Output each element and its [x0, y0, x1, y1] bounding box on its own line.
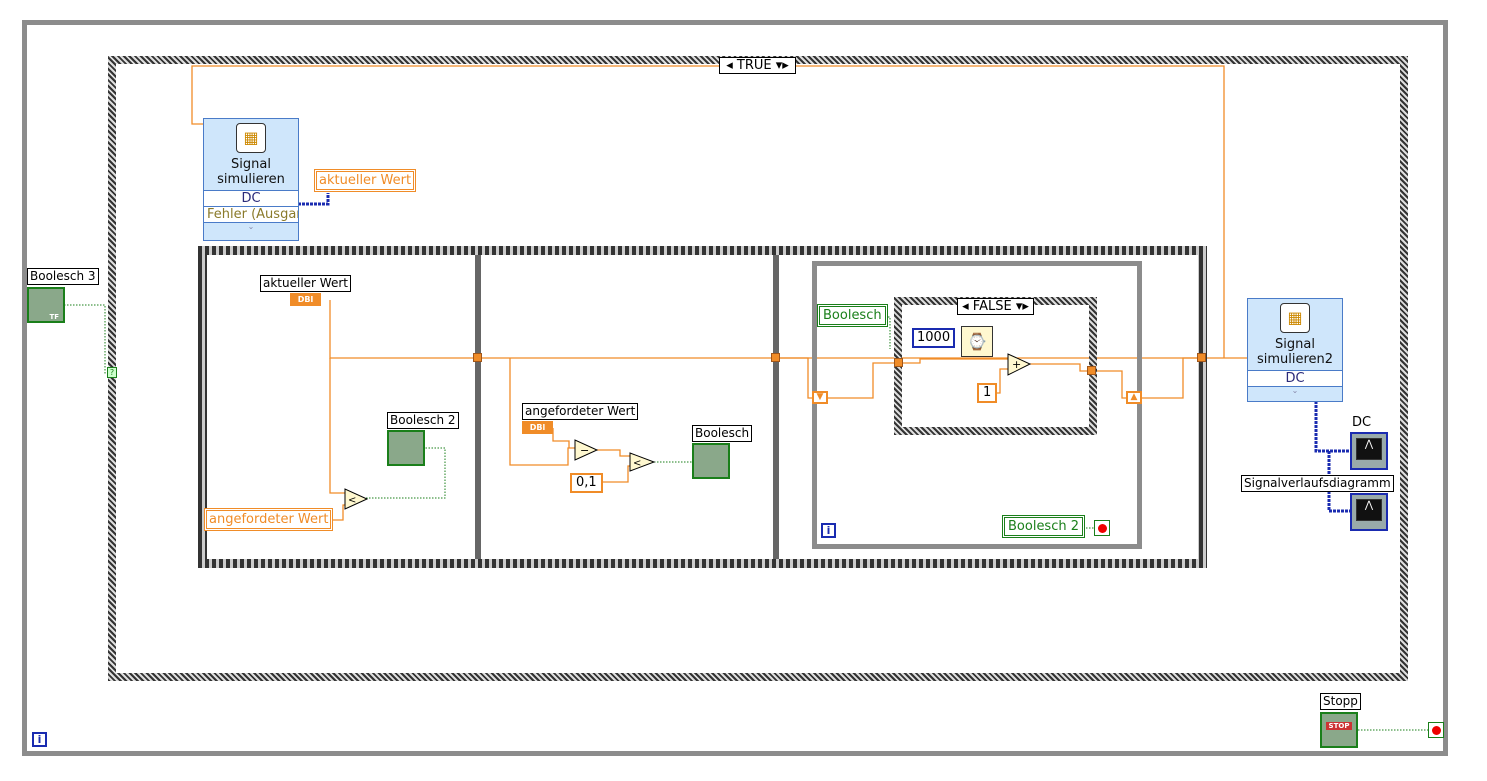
sequence-tunnel — [771, 353, 780, 362]
boolesch3-label: Boolesch 3 — [27, 268, 99, 285]
case-tunnel — [1087, 366, 1096, 375]
angefordeter-wert-label: angefordeter Wert — [522, 403, 639, 420]
iteration-terminal: i — [821, 523, 836, 538]
angeforderter-wert-local-variable[interactable]: angefordeter Wert — [204, 508, 334, 531]
frame-divider — [773, 255, 779, 559]
sequence-tunnel — [1197, 353, 1206, 362]
stopp-label: Stopp — [1320, 693, 1361, 710]
angefordeter-wert-terminal[interactable]: DBl — [522, 421, 553, 434]
inner-while-loop — [812, 261, 1142, 549]
output-error[interactable]: Fehler (Ausgar — [204, 206, 298, 222]
case-label: TRUE — [736, 58, 772, 73]
boolesch-label: Boolesch — [692, 425, 753, 442]
case-tunnel — [894, 358, 903, 367]
shift-register-left[interactable]: ▼ — [812, 391, 828, 404]
sequence-tunnel — [473, 353, 482, 362]
case-selector-true[interactable]: ◂ TRUE ▾▸ — [719, 57, 796, 74]
output-dc[interactable]: DC — [204, 190, 298, 206]
aktueller-wert-label: aktueller Wert — [260, 275, 351, 292]
case-label: FALSE — [972, 299, 1012, 314]
wait-ms-icon: ⌚ — [961, 326, 993, 357]
iteration-terminal: i — [32, 732, 47, 747]
increment-constant[interactable]: 1 — [977, 383, 998, 403]
signal-icon: ▦ — [1280, 303, 1310, 333]
inner-case-structure — [894, 297, 1097, 435]
vi-title: Signal — [1275, 337, 1315, 352]
boolesch2-indicator[interactable] — [387, 430, 425, 466]
stopp-button-terminal[interactable]: STOP — [1320, 712, 1358, 748]
expand-chevron-icon[interactable]: ⌄ — [1248, 386, 1342, 395]
boolesch-local-variable[interactable]: Boolesch — [817, 304, 888, 327]
signal-simulate-vi[interactable]: ▦ Signal simulieren DC Fehler (Ausgar ⌄ — [203, 118, 299, 241]
boolesch-indicator[interactable] — [692, 443, 730, 479]
signal-icon: ▦ — [236, 123, 266, 153]
expand-chevron-icon[interactable]: ⌄ — [204, 222, 298, 231]
signalverlaufsdiagramm-label: Signalverlaufsdiagramm — [1241, 475, 1394, 492]
frame-divider — [475, 255, 481, 559]
vi-title: simulieren2 — [1256, 352, 1334, 367]
case-selector-terminal: ? — [107, 367, 117, 378]
shift-register-right[interactable]: ▲ — [1126, 391, 1142, 404]
vi-title: Signal — [231, 157, 271, 172]
outer-while-loop — [22, 20, 1448, 756]
stop-condition-icon[interactable] — [1094, 520, 1110, 536]
boolesch2-label: Boolesch 2 — [387, 412, 459, 429]
boolesch3-control[interactable]: TF — [27, 287, 65, 323]
vi-title: simulieren — [217, 172, 285, 187]
dc-waveform-graph-icon[interactable]: ⋀ — [1350, 432, 1388, 470]
dc-graph-label: DC — [1352, 415, 1372, 430]
aktueller-wert-local-variable[interactable]: aktueller Wert — [314, 169, 417, 192]
loop-condition-icon[interactable] — [1428, 722, 1444, 738]
waveform-chart-icon[interactable]: ⋀ — [1350, 493, 1388, 531]
output-dc[interactable]: DC — [1248, 370, 1342, 386]
threshold-constant[interactable]: 0,1 — [570, 473, 603, 493]
signal-simulate2-vi[interactable]: ▦ Signal simulieren2 DC ⌄ — [1247, 298, 1343, 402]
case-selector-false[interactable]: ◂ FALSE ▾▸ — [957, 298, 1034, 315]
boolesch2-local-variable[interactable]: Boolesch 2 — [1002, 515, 1085, 538]
aktueller-wert-terminal[interactable]: DBl — [290, 293, 321, 306]
wait-ms-constant[interactable]: 1000 — [912, 328, 956, 348]
